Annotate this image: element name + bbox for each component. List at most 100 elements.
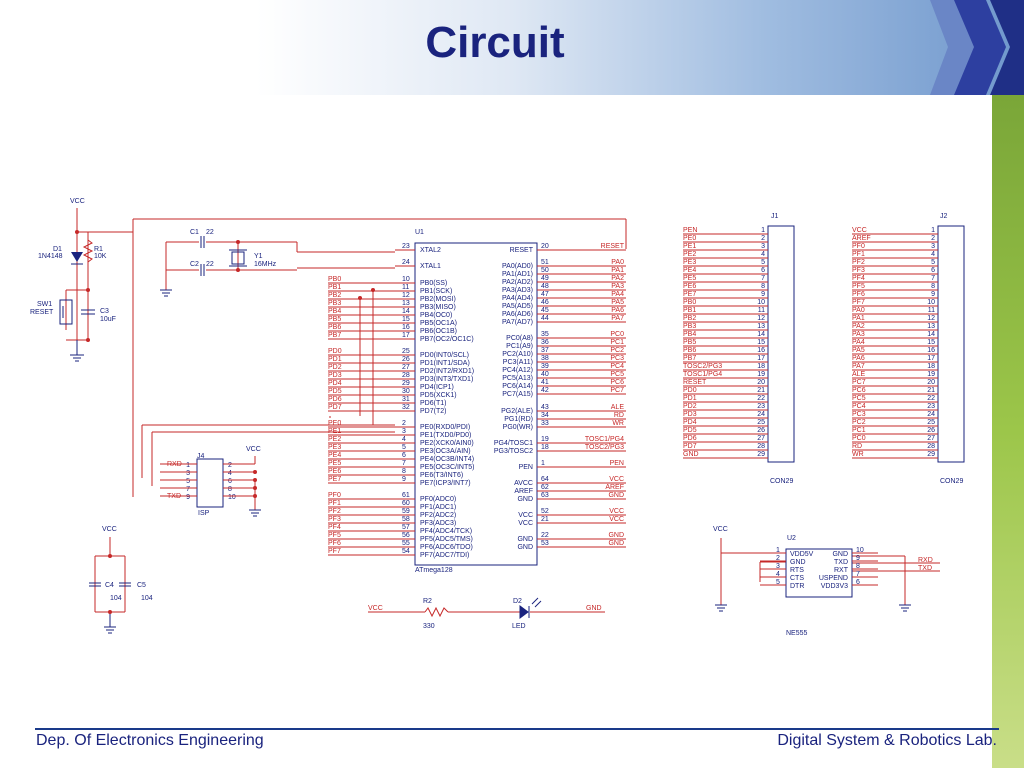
mcu-pin-number: 17	[402, 332, 410, 339]
led-vcc: VCC	[368, 605, 383, 612]
j2-pin-number: 4	[931, 251, 935, 258]
mcu-left-net-label: PF3	[328, 516, 341, 523]
j2-net-label: PF1	[852, 251, 865, 258]
j2-net-label: PF2	[852, 259, 865, 266]
j1-net-label: PB1	[683, 307, 696, 314]
mcu-left-net-label: PF4	[328, 524, 341, 531]
y1-ref: Y1	[254, 253, 263, 260]
j2-pin-number: 23	[927, 403, 935, 410]
isp-pin-number: 9	[186, 494, 190, 501]
mcu-left-net-label: PB2	[328, 292, 341, 299]
mcu-ref: U1	[415, 229, 424, 236]
j2-pin-number: 11	[928, 307, 935, 314]
mcu-pin-number: 48	[541, 283, 549, 290]
mcu-pin-number: 60	[402, 500, 410, 507]
mcu-pin-number: 51	[541, 259, 549, 266]
mcu-pin-name: PF5(ADC5/TMS)	[420, 536, 473, 543]
j2-pin-number: 5	[931, 259, 935, 266]
d2-name: LED	[512, 623, 526, 630]
mcu-pin-number: 35	[541, 331, 549, 338]
mcu-pin-name: PC6(A14)	[502, 383, 533, 390]
u2-pin-number: 9	[856, 555, 860, 562]
j2-net-label: WR	[852, 451, 864, 458]
mcu-pin-name: PG2(ALE)	[501, 408, 533, 415]
mcu-left-net-label: PF2	[328, 508, 341, 515]
mcu-right-net-label: PA7	[611, 315, 624, 322]
j2-net-label: PA6	[852, 355, 865, 362]
c4-value: 104	[110, 595, 122, 602]
mcu-pin-name: PA6(AD6)	[502, 311, 533, 318]
mcu-pin-name: AVCC	[514, 480, 533, 487]
j1-pin-number: 21	[757, 387, 765, 394]
j2-pin-number: 15	[927, 339, 935, 346]
j1-net-label: PB4	[683, 331, 696, 338]
j2-pin-number: 9	[931, 291, 935, 298]
mcu-pin-name: PE6(T3/INT6)	[420, 472, 463, 479]
mcu-pin-number: 47	[541, 291, 549, 298]
mcu-right-net-label: PC0	[610, 331, 624, 338]
mcu-pin-number: 49	[541, 275, 549, 282]
mcu-pin-name: PD3(INT3/TXD1)	[420, 376, 473, 383]
mcu-right-net-label: PC2	[610, 347, 624, 354]
j2-net-label: PA0	[852, 307, 865, 314]
mcu-pin-number: 18	[541, 444, 549, 451]
j2-pin-number: 25	[927, 419, 935, 426]
j1-pin-number: 19	[757, 371, 765, 378]
mcu-pin-name: PD7(T2)	[420, 408, 446, 415]
mcu-part: ATmega128	[415, 567, 453, 574]
title-banner	[0, 0, 1024, 95]
u2-pin-name: TXD	[834, 559, 848, 566]
mcu-pin-name: GND	[517, 544, 533, 551]
mcu-left-net-label: PB5	[328, 316, 341, 323]
r2-value: 330	[423, 623, 435, 630]
u2-pin-number: 6	[856, 579, 860, 586]
c3-ref: C3	[100, 308, 109, 315]
j2-net-label: PC7	[852, 379, 866, 386]
j2-pin-number: 6	[931, 267, 935, 274]
mcu-pin-name: PE7(ICP3/INT7)	[420, 480, 471, 487]
u2-pin-number: 4	[776, 571, 780, 578]
j1-pin-number: 11	[758, 307, 765, 314]
j1-pin-number: 3	[761, 243, 765, 250]
j2-pin-number: 28	[927, 443, 935, 450]
mcu-right-net-label: TOSC1/PG4	[585, 436, 624, 443]
mcu-right-net-label: PC5	[610, 371, 624, 378]
mcu-left-net-label: PD6	[328, 396, 342, 403]
mcu-pin-name: PA1(AD1)	[502, 271, 533, 278]
j1-pin-number: 23	[757, 403, 765, 410]
mcu-right-net-label: PC6	[610, 379, 624, 386]
mcu-pin-number: 40	[541, 371, 549, 378]
mcu-pin-number: 56	[402, 532, 410, 539]
mcu-left-net-label: PE4	[328, 452, 341, 459]
mcu-right-net-label: GND	[608, 540, 624, 547]
mcu-pin-number: 4	[402, 436, 406, 443]
mcu-pin-name: PE0(RXD0/PDI)	[420, 424, 470, 431]
mcu-left-net-label: PD7	[328, 404, 342, 411]
mcu-pin-name: PE2(XCK0/AIN0)	[420, 440, 474, 447]
mcu-pin-number: 12	[402, 292, 410, 299]
mcu-right-net-label: PA2	[611, 275, 624, 282]
mcu-left-net-label: PE0	[328, 420, 341, 427]
j1-pin-number: 17	[757, 355, 765, 362]
mcu-right-net-label: TOSC2/PG3	[585, 444, 624, 451]
mcu-pin-number: 2	[402, 420, 406, 427]
mcu-pin-name: PA2(AD2)	[502, 279, 533, 286]
j2-net-label: PC0	[852, 435, 866, 442]
j1-ref: J1	[771, 213, 779, 220]
j1-pin-number: 27	[757, 435, 765, 442]
mcu-right-net-label: PA1	[611, 267, 624, 274]
mcu-pin-name: PF4(ADC4/TCK)	[420, 528, 472, 535]
j1-net-label: PE7	[683, 291, 696, 298]
j1-net-label: PD6	[683, 435, 697, 442]
mcu-pin-name: PC5(A13)	[502, 375, 533, 382]
j1-pin-number: 22	[757, 395, 765, 402]
mcu-right-net-label: AREF	[605, 484, 624, 491]
mcu-pin-number: 24	[402, 259, 410, 266]
mcu-pin-number: 46	[541, 299, 549, 306]
mcu-pin-number: 61	[402, 492, 410, 499]
mcu-pin-number: 25	[402, 348, 410, 355]
mcu-pin-number: 26	[402, 356, 410, 363]
r1-value: 10K	[94, 253, 107, 260]
j1-pin-number: 5	[761, 259, 765, 266]
mcu-pin-number: 29	[402, 380, 410, 387]
